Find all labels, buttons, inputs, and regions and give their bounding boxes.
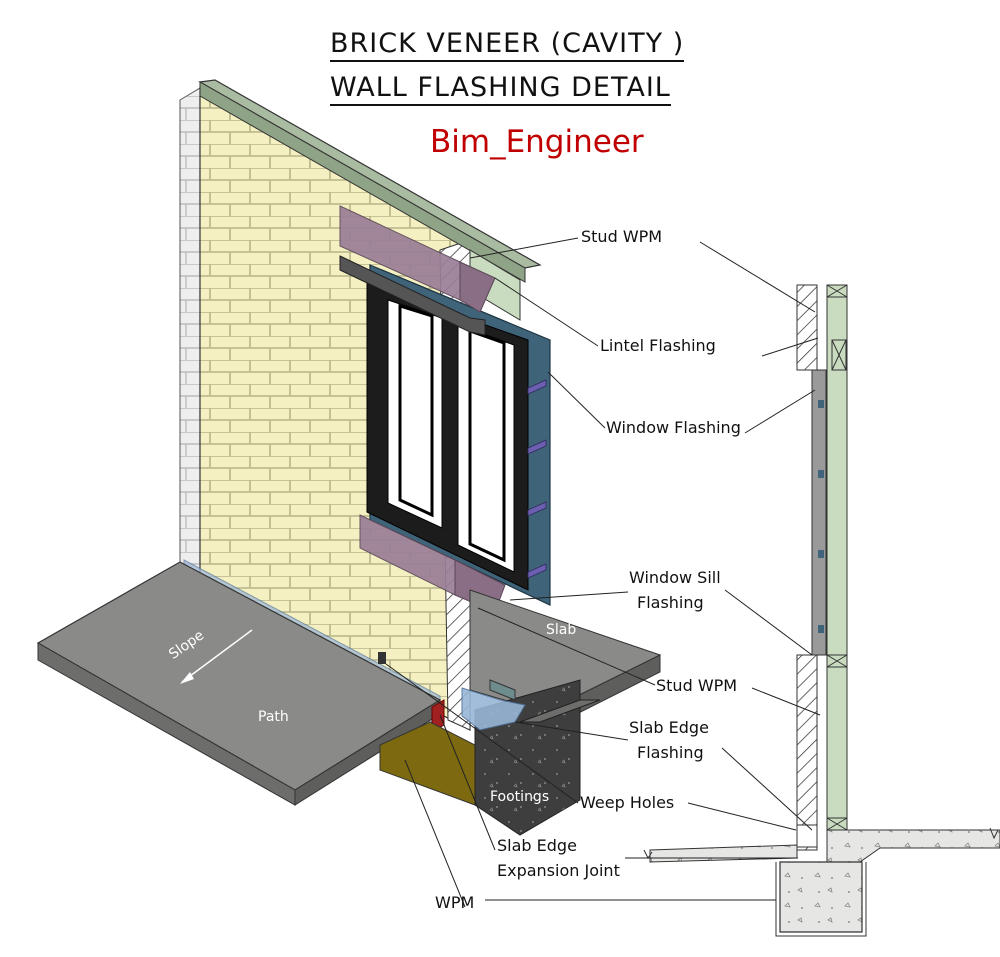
window-glass-left-inner (398, 303, 434, 518)
label-path: Path (258, 709, 289, 725)
lintel-angle (339, 255, 486, 336)
section-footing (779, 861, 863, 933)
label-window-sill-flashing-1: Window Sill (629, 568, 721, 587)
label-slab-edge-expansion-1: Slab Edge (497, 836, 577, 855)
slope-arrow (180, 629, 253, 684)
label-window-sill-flashing-2: Flashing (637, 593, 704, 612)
section-path (649, 844, 798, 863)
section-window-cavity (811, 369, 827, 656)
section-brick-top (796, 284, 818, 371)
label-slab-edge-flashing-2: Flashing (637, 743, 704, 762)
top-plate-front (199, 81, 526, 283)
leader-lines (385, 237, 821, 908)
label-lintel-flashing: Lintel Flashing (600, 336, 716, 355)
title-line-1: BRICK VENEER (CAVITY ) (330, 28, 685, 62)
weep-hole (378, 652, 386, 664)
label-slab: Slab (546, 622, 577, 638)
section-wpm-line (775, 862, 867, 937)
label-stud-wpm-bottom: Stud WPM (656, 676, 738, 695)
stud-base (489, 679, 516, 701)
label-stud-wpm-top: Stud WPM (581, 227, 663, 246)
label-slab-edge-expansion-2: Expansion Joint (497, 861, 620, 880)
label-footings: Footings (490, 789, 550, 805)
footing-top (519, 699, 601, 723)
label-weep-holes: Weep Holes (580, 793, 675, 812)
label-wpm: WPM (435, 893, 475, 912)
section-brick-base (796, 824, 818, 848)
section-brick-bottom (796, 654, 818, 851)
section-footing-outline (779, 865, 863, 933)
brick-wall-side-face (179, 87, 201, 586)
isometric-view (36, 79, 662, 836)
title-line-2: WALL FLASHING DETAIL (330, 72, 671, 106)
author-name: Bim_Engineer (430, 124, 644, 160)
label-slab-edge-flashing-1: Slab Edge (629, 718, 709, 737)
window-glass-right-inner (468, 328, 506, 563)
window-flashing-tabs (527, 379, 547, 579)
label-window-flashing: Window Flashing (606, 418, 741, 437)
section-floor-slab (826, 829, 1000, 863)
lintel-flashing-fold (459, 261, 496, 313)
